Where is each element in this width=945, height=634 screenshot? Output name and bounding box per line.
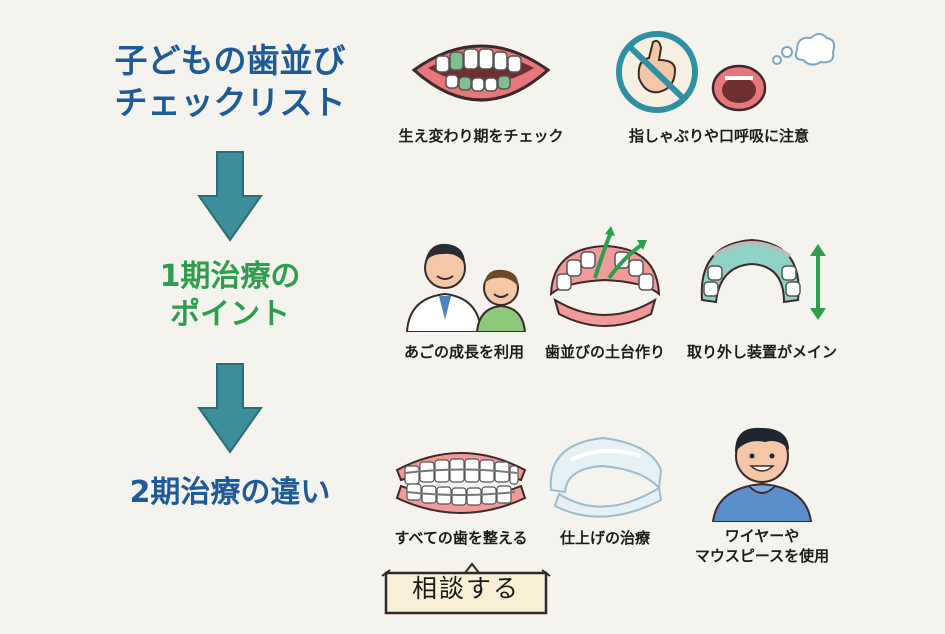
caption-jaw-growth: あごの成長を利用 [403, 343, 524, 361]
caption-align-all-teeth: すべての歯を整える [394, 529, 528, 547]
caption-foundation: 歯並びの土台作り [544, 343, 665, 361]
caption-check-mixed-dentition: 生え変わり期をチェック [398, 127, 564, 145]
caption-wire-or-mouthpiece-line-2: マウスピースを使用 [694, 547, 830, 566]
align-all-teeth-item: すべての歯を整える [382, 440, 540, 548]
consult-button[interactable]: 相談する [380, 562, 552, 616]
jaw-expansion-icon [549, 226, 661, 327]
phase2-heading: 2期治療の違い [100, 474, 360, 512]
down-arrow-icon [197, 150, 263, 246]
phase2-line-1: 2期治療の違い [129, 475, 331, 510]
clear-aligner-icon [549, 436, 663, 518]
phase1-line-2: ポイント [170, 297, 290, 333]
foundation-item: 歯並びの土台作り [536, 222, 674, 362]
consult-label: 相談する [411, 574, 520, 603]
removable-appliance-item: 取り外し装置がメイン [676, 222, 848, 362]
wire-or-mouthpiece-item: ワイヤーや マウスピースを使用 [676, 416, 848, 567]
checklist-title: 子どもの歯並び チェックリスト [100, 40, 360, 124]
title-line-2: チェックリスト [114, 83, 346, 123]
caption-wire-or-mouthpiece-line-1: ワイヤーや [724, 527, 800, 545]
caption-finishing: 仕上げの治療 [559, 529, 650, 547]
check-mixed-dentition-item: 生え変わり期をチェック [376, 30, 586, 146]
dentist-and-child-icon [405, 243, 527, 332]
title-line-1: 子どもの歯並び [114, 41, 346, 80]
consult-sign-frame [381, 562, 551, 615]
braces-icon [395, 452, 527, 514]
caption-removable-appliance: 取り外し装置がメイン [686, 343, 837, 361]
down-arrow-icon [197, 362, 263, 458]
jaw-growth-item: あごの成長を利用 [394, 222, 534, 362]
no-thumb-sucking-icon [616, 31, 836, 113]
caption-habits-warning: 指しゃぶりや口呼吸に注意 [628, 127, 809, 145]
mixed-dentition-mouth-icon [411, 44, 551, 102]
phase1-heading: 1期治療の ポイント [130, 258, 330, 335]
habits-warning-item: 指しゃぶりや口呼吸に注意 [596, 30, 842, 146]
finishing-item: 仕上げの治療 [540, 430, 670, 548]
phase1-line-1: 1期治療の [159, 259, 301, 294]
removable-appliance-icon [700, 238, 826, 320]
teen-patient-icon [711, 427, 813, 522]
